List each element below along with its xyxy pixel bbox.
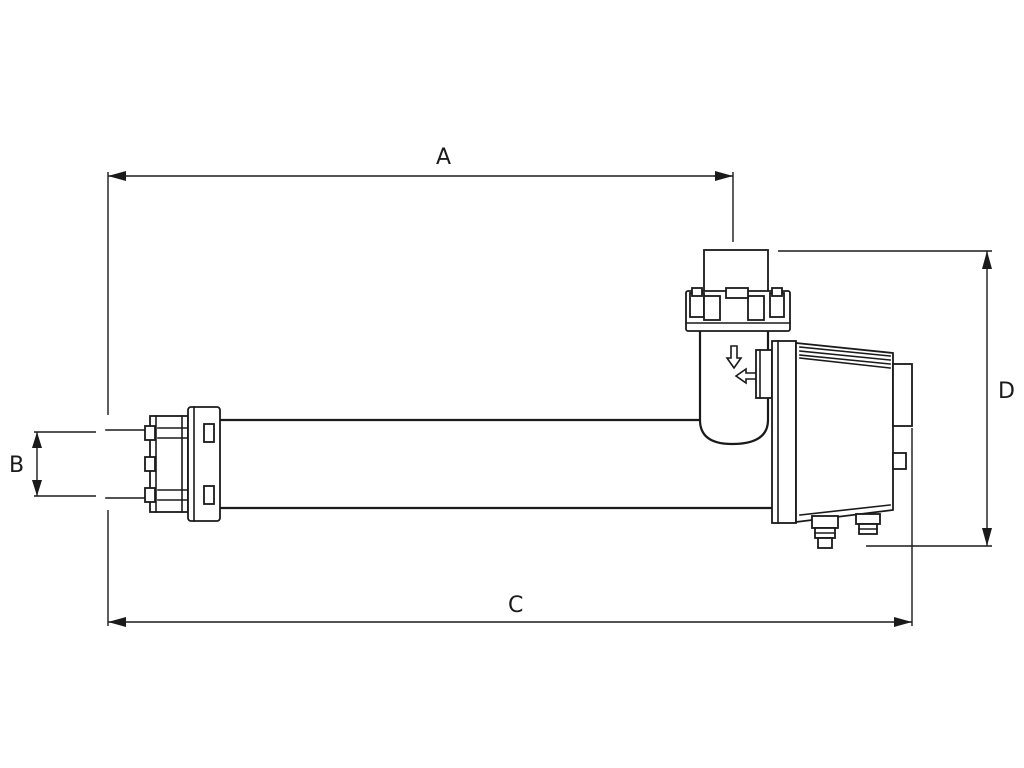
cable-gland-left [811, 515, 839, 549]
dimension-b-label: B [9, 453, 24, 478]
flow-direction-icon [725, 345, 743, 370]
dimension-b: B [9, 431, 96, 497]
dimension-a: A [108, 145, 734, 242]
dimension-c: C [108, 428, 913, 627]
outlet-elbow [698, 330, 770, 446]
control-housing [755, 340, 913, 549]
dimension-d-label: D [998, 379, 1015, 404]
dimension-c-label: C [508, 593, 523, 618]
top-outlet-union [685, 249, 791, 332]
main-tube [218, 418, 772, 510]
dimension-a-label: A [436, 145, 451, 170]
left-inlet-connector [105, 406, 221, 522]
cable-gland-right [855, 513, 881, 535]
dimension-d: D [778, 250, 1015, 547]
